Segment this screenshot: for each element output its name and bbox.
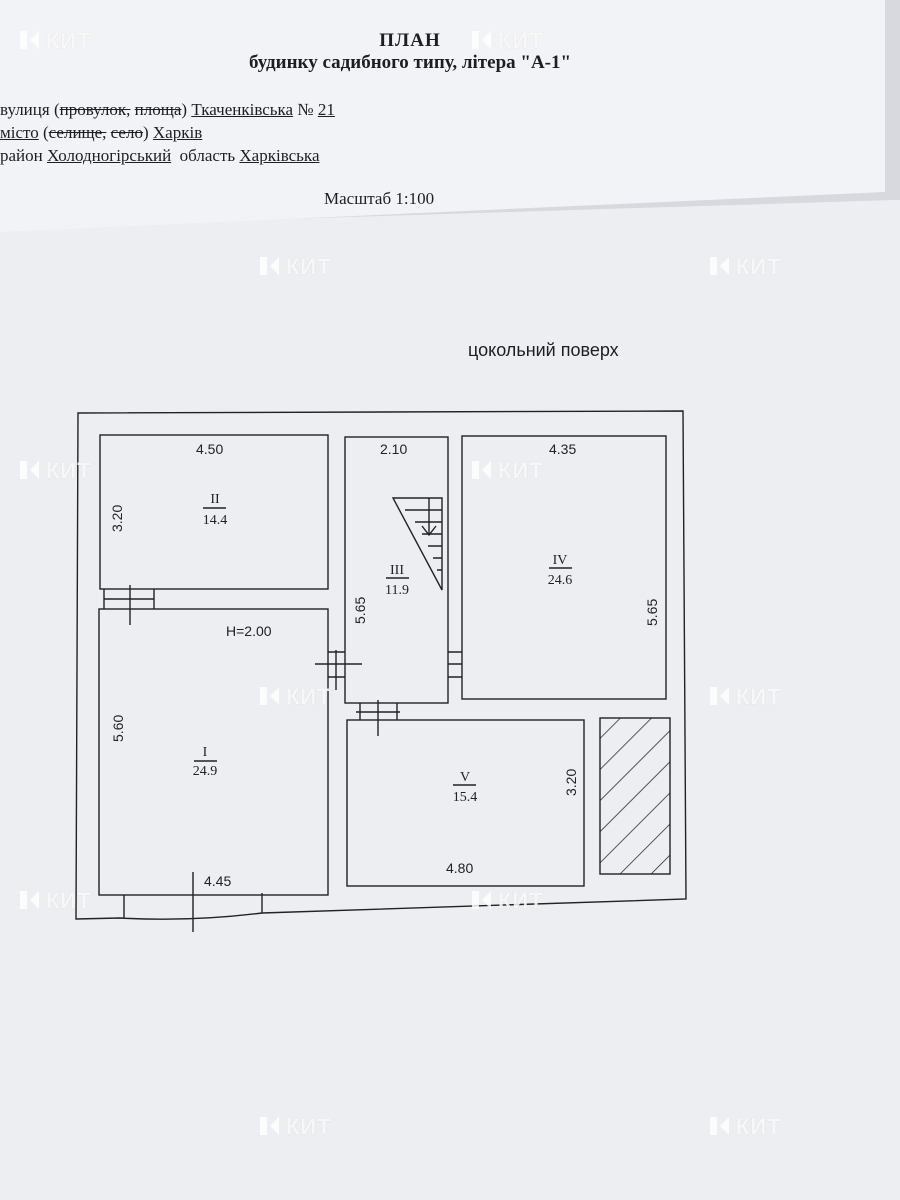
room-iii-area: 11.9 — [385, 583, 409, 598]
kit-logo-icon — [260, 257, 279, 275]
region-label: область — [179, 146, 236, 165]
kit-logo-icon — [20, 31, 39, 49]
kit-logo-icon — [472, 31, 491, 49]
city-name: Харків — [152, 123, 203, 142]
room-i-outline — [98, 608, 329, 896]
watermark: КИТ — [18, 888, 92, 914]
watermark: КИТ — [470, 888, 544, 914]
street-line: вулиця (провулок, площа) Ткаченківська №… — [0, 100, 335, 119]
watermark: КИТ — [18, 458, 92, 484]
watermark: КИТ — [18, 28, 92, 54]
struck-village: село — [110, 123, 143, 142]
room-iii-number: III — [390, 563, 404, 578]
street-name: Ткаченківська — [191, 100, 294, 119]
kit-logo-icon — [710, 687, 729, 705]
number-label: № — [297, 100, 314, 119]
dim-room1-height: 5.60 — [110, 715, 126, 742]
room-v-number: V — [460, 770, 470, 785]
watermark: КИТ — [708, 684, 782, 710]
watermark: КИТ — [708, 254, 782, 280]
ceiling-height: H=2.00 — [226, 623, 272, 639]
door-iii-iv — [448, 651, 462, 678]
house-number: 21 — [317, 100, 335, 119]
room-i-number: I — [203, 745, 208, 760]
door-entrance — [123, 872, 263, 932]
outer-wall — [75, 410, 687, 920]
struck-square: площа — [134, 100, 182, 119]
room-v-area: 15.4 — [453, 790, 478, 805]
district-label: район — [0, 146, 43, 165]
watermark: КИТ — [470, 458, 544, 484]
kit-logo-icon — [260, 1117, 279, 1135]
watermark: КИТ — [258, 684, 332, 710]
watermark: КИТ — [258, 1114, 332, 1140]
struck-lane: провулок, — [59, 100, 131, 119]
dim-room1-width: 4.45 — [204, 873, 231, 889]
kit-logo-icon — [472, 891, 491, 909]
kit-logo-icon — [20, 891, 39, 909]
kit-logo-icon — [260, 687, 279, 705]
dim-room4-width: 4.35 — [549, 441, 576, 457]
room-iv-area: 24.6 — [548, 573, 573, 588]
district-name: Холодногірський — [47, 146, 172, 165]
dim-room5-width: 4.80 — [446, 860, 473, 876]
region-name: Харківська — [239, 146, 320, 165]
district-line: район Холодногірський область Харківська — [0, 146, 319, 166]
kit-logo-icon — [472, 461, 491, 479]
watermark: КИТ — [470, 28, 544, 54]
dim-room2-height: 3.20 — [109, 505, 125, 532]
plan-subtitle: будинку садибного типу, літера "А-1" — [248, 52, 572, 73]
room-iv-outline — [461, 435, 667, 700]
kit-logo-icon — [710, 257, 729, 275]
dim-room4-height: 5.65 — [644, 599, 660, 626]
dim-room3-width: 2.10 — [380, 441, 407, 457]
lower-sheet — [0, 200, 900, 1200]
floor-label: цокольний поверх — [468, 340, 619, 360]
door-ii-i — [103, 585, 155, 625]
room-ii-area: 14.4 — [203, 513, 228, 528]
room-i-area: 24.9 — [193, 764, 218, 779]
watermark: КИТ — [258, 254, 332, 280]
city-label: місто — [0, 123, 39, 142]
door-iii-v — [356, 700, 400, 736]
city-line: місто (селище, село) Харків — [0, 123, 203, 142]
room-ii-outline — [99, 434, 329, 590]
scale-label: Масштаб 1:100 — [324, 189, 435, 208]
street-label: вулиця — [0, 100, 50, 119]
upper-sheet — [0, 0, 885, 232]
plan-title: ПЛАН — [379, 30, 441, 51]
stairs — [391, 497, 443, 591]
kit-logo-icon — [20, 461, 39, 479]
kit-logo-icon — [710, 1117, 729, 1135]
watermark: КИТ — [708, 1114, 782, 1140]
door-i-iii — [315, 650, 362, 690]
room-ii-number: II — [210, 492, 220, 507]
struck-settlement: селище, — [48, 123, 107, 142]
dim-room2-width: 4.50 — [196, 441, 223, 457]
room-iv-number: IV — [553, 553, 568, 568]
dim-room3-height: 5.65 — [352, 597, 368, 624]
room-v-outline — [346, 719, 585, 887]
dim-room5-height: 3.20 — [563, 769, 579, 796]
hatched-block — [599, 717, 671, 875]
